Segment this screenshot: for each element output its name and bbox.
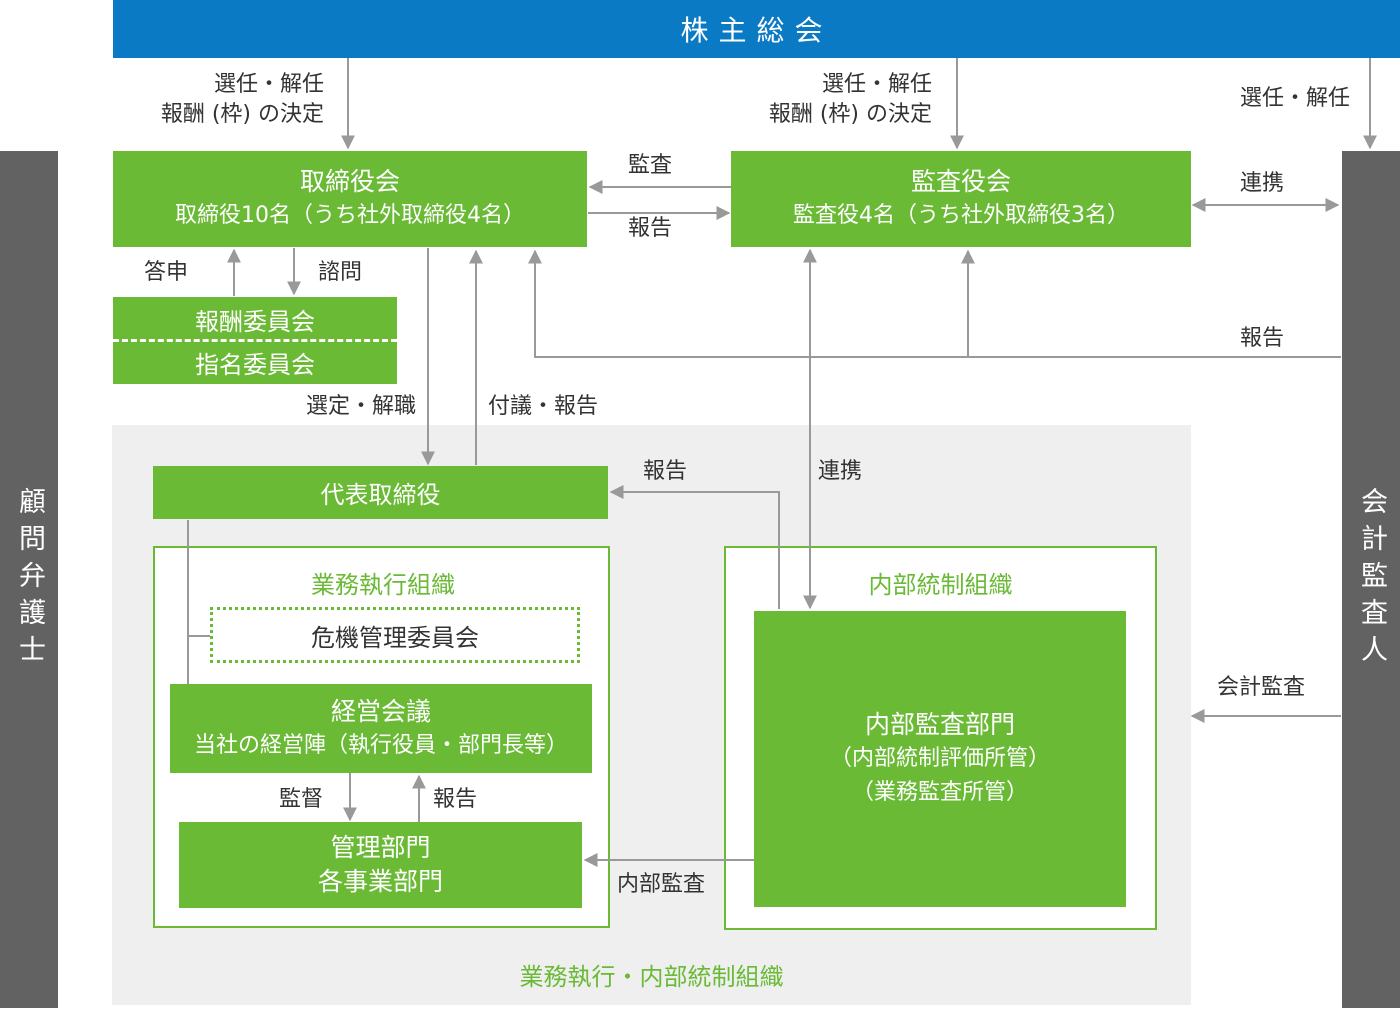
label-report-internal-audit: 報告 (643, 459, 688, 484)
shareholders-meeting-label: 株主総会 (680, 14, 833, 47)
committees-box: 報酬委員会 指名委員会 (113, 297, 397, 384)
label-report-accounting-auditor: 報告 (1240, 326, 1285, 351)
label-report-board-to-audit: 報告 (628, 216, 673, 241)
business-divisions-label: 各事業部門 (317, 867, 443, 896)
label-reply: 答申 (144, 260, 189, 285)
representative-director-label: 代表取締役 (320, 481, 441, 509)
nomination-committee-label: 指名委員会 (195, 351, 315, 379)
internal-audit-role-1: （内部統制評価所管） (829, 746, 1050, 771)
accounting-auditor-bar: 会計監査人 (1342, 151, 1400, 1008)
label-elect-dismiss-board: 選任・解任 (213, 72, 324, 97)
nomination-committee: 指名委員会 (113, 341, 397, 384)
departments-box: 管理部門 各事業部門 (179, 822, 582, 908)
legal-advisor-label: 顧問弁護士 (14, 487, 45, 672)
execution-control-region-label: 業務執行・内部統制組織 (112, 956, 1191, 992)
label-refer-report: 付議・報告 (488, 394, 599, 419)
management-meeting-title: 経営会議 (330, 696, 431, 726)
label-remuneration-decision-board: 報酬 (枠) の決定 (160, 102, 324, 127)
management-meeting-box: 経営会議 当社の経営陣（執行役員・部門長等） (170, 684, 592, 773)
label-cooperation-accounting: 連携 (1240, 171, 1285, 196)
shareholders-meeting-bar: 株主総会 (113, 0, 1400, 58)
compensation-committee: 報酬委員会 (113, 297, 397, 341)
label-elect-dismiss-audit: 選任・解任 (821, 72, 932, 97)
label-audit: 監査 (628, 153, 673, 178)
management-meeting-detail: 当社の経営陣（執行役員・部門長等） (193, 732, 568, 758)
label-remuneration-decision-audit: 報酬 (枠) の決定 (768, 102, 932, 127)
internal-audit-department-box: 内部監査部門 （内部統制評価所管） （業務監査所管） (754, 611, 1126, 907)
audit-board-detail: 監査役4名（うち社外取締役3名） (793, 203, 1129, 228)
label-appoint-dismiss: 選定・解職 (306, 394, 417, 419)
label-accounting-audit: 会計監査 (1217, 675, 1306, 700)
board-title: 取締役会 (299, 167, 400, 196)
label-report-departments: 報告 (433, 787, 478, 812)
committee-divider (113, 339, 397, 342)
business-execution-org-title: 業務執行組織 (153, 564, 613, 600)
crisis-management-committee-box: 危機管理委員会 (210, 607, 580, 663)
label-consult: 諮問 (318, 260, 363, 285)
label-internal-audit: 内部監査 (617, 872, 706, 897)
board-of-directors-box: 取締役会 取締役10名（うち社外取締役4名） (113, 151, 587, 247)
internal-control-org-label: 内部統制組織 (868, 570, 1013, 599)
business-execution-org-label: 業務執行組織 (311, 570, 455, 599)
label-supervise: 監督 (279, 787, 324, 812)
representative-director-box: 代表取締役 (153, 466, 608, 519)
internal-audit-title: 内部監査部門 (864, 710, 1015, 739)
internal-control-org-title: 内部統制組織 (724, 564, 1157, 600)
crisis-management-committee-label: 危機管理委員会 (311, 623, 479, 652)
label-cooperation-internal-audit: 連携 (818, 459, 863, 484)
label-elect-dismiss-accounting-auditor: 選任・解任 (1239, 86, 1350, 111)
legal-advisor-bar: 顧問弁護士 (0, 151, 58, 1008)
administration-division-label: 管理部門 (330, 833, 431, 862)
board-detail: 取締役10名（うち社外取締役4名） (175, 203, 525, 228)
accounting-auditor-label: 会計監査人 (1356, 487, 1387, 672)
audit-board-box: 監査役会 監査役4名（うち社外取締役3名） (731, 151, 1191, 247)
compensation-committee-label: 報酬委員会 (195, 307, 315, 336)
execution-control-region-text: 業務執行・内部統制組織 (519, 962, 784, 991)
internal-audit-role-2: （業務監査所管） (851, 780, 1028, 805)
audit-board-title: 監査役会 (910, 167, 1011, 196)
